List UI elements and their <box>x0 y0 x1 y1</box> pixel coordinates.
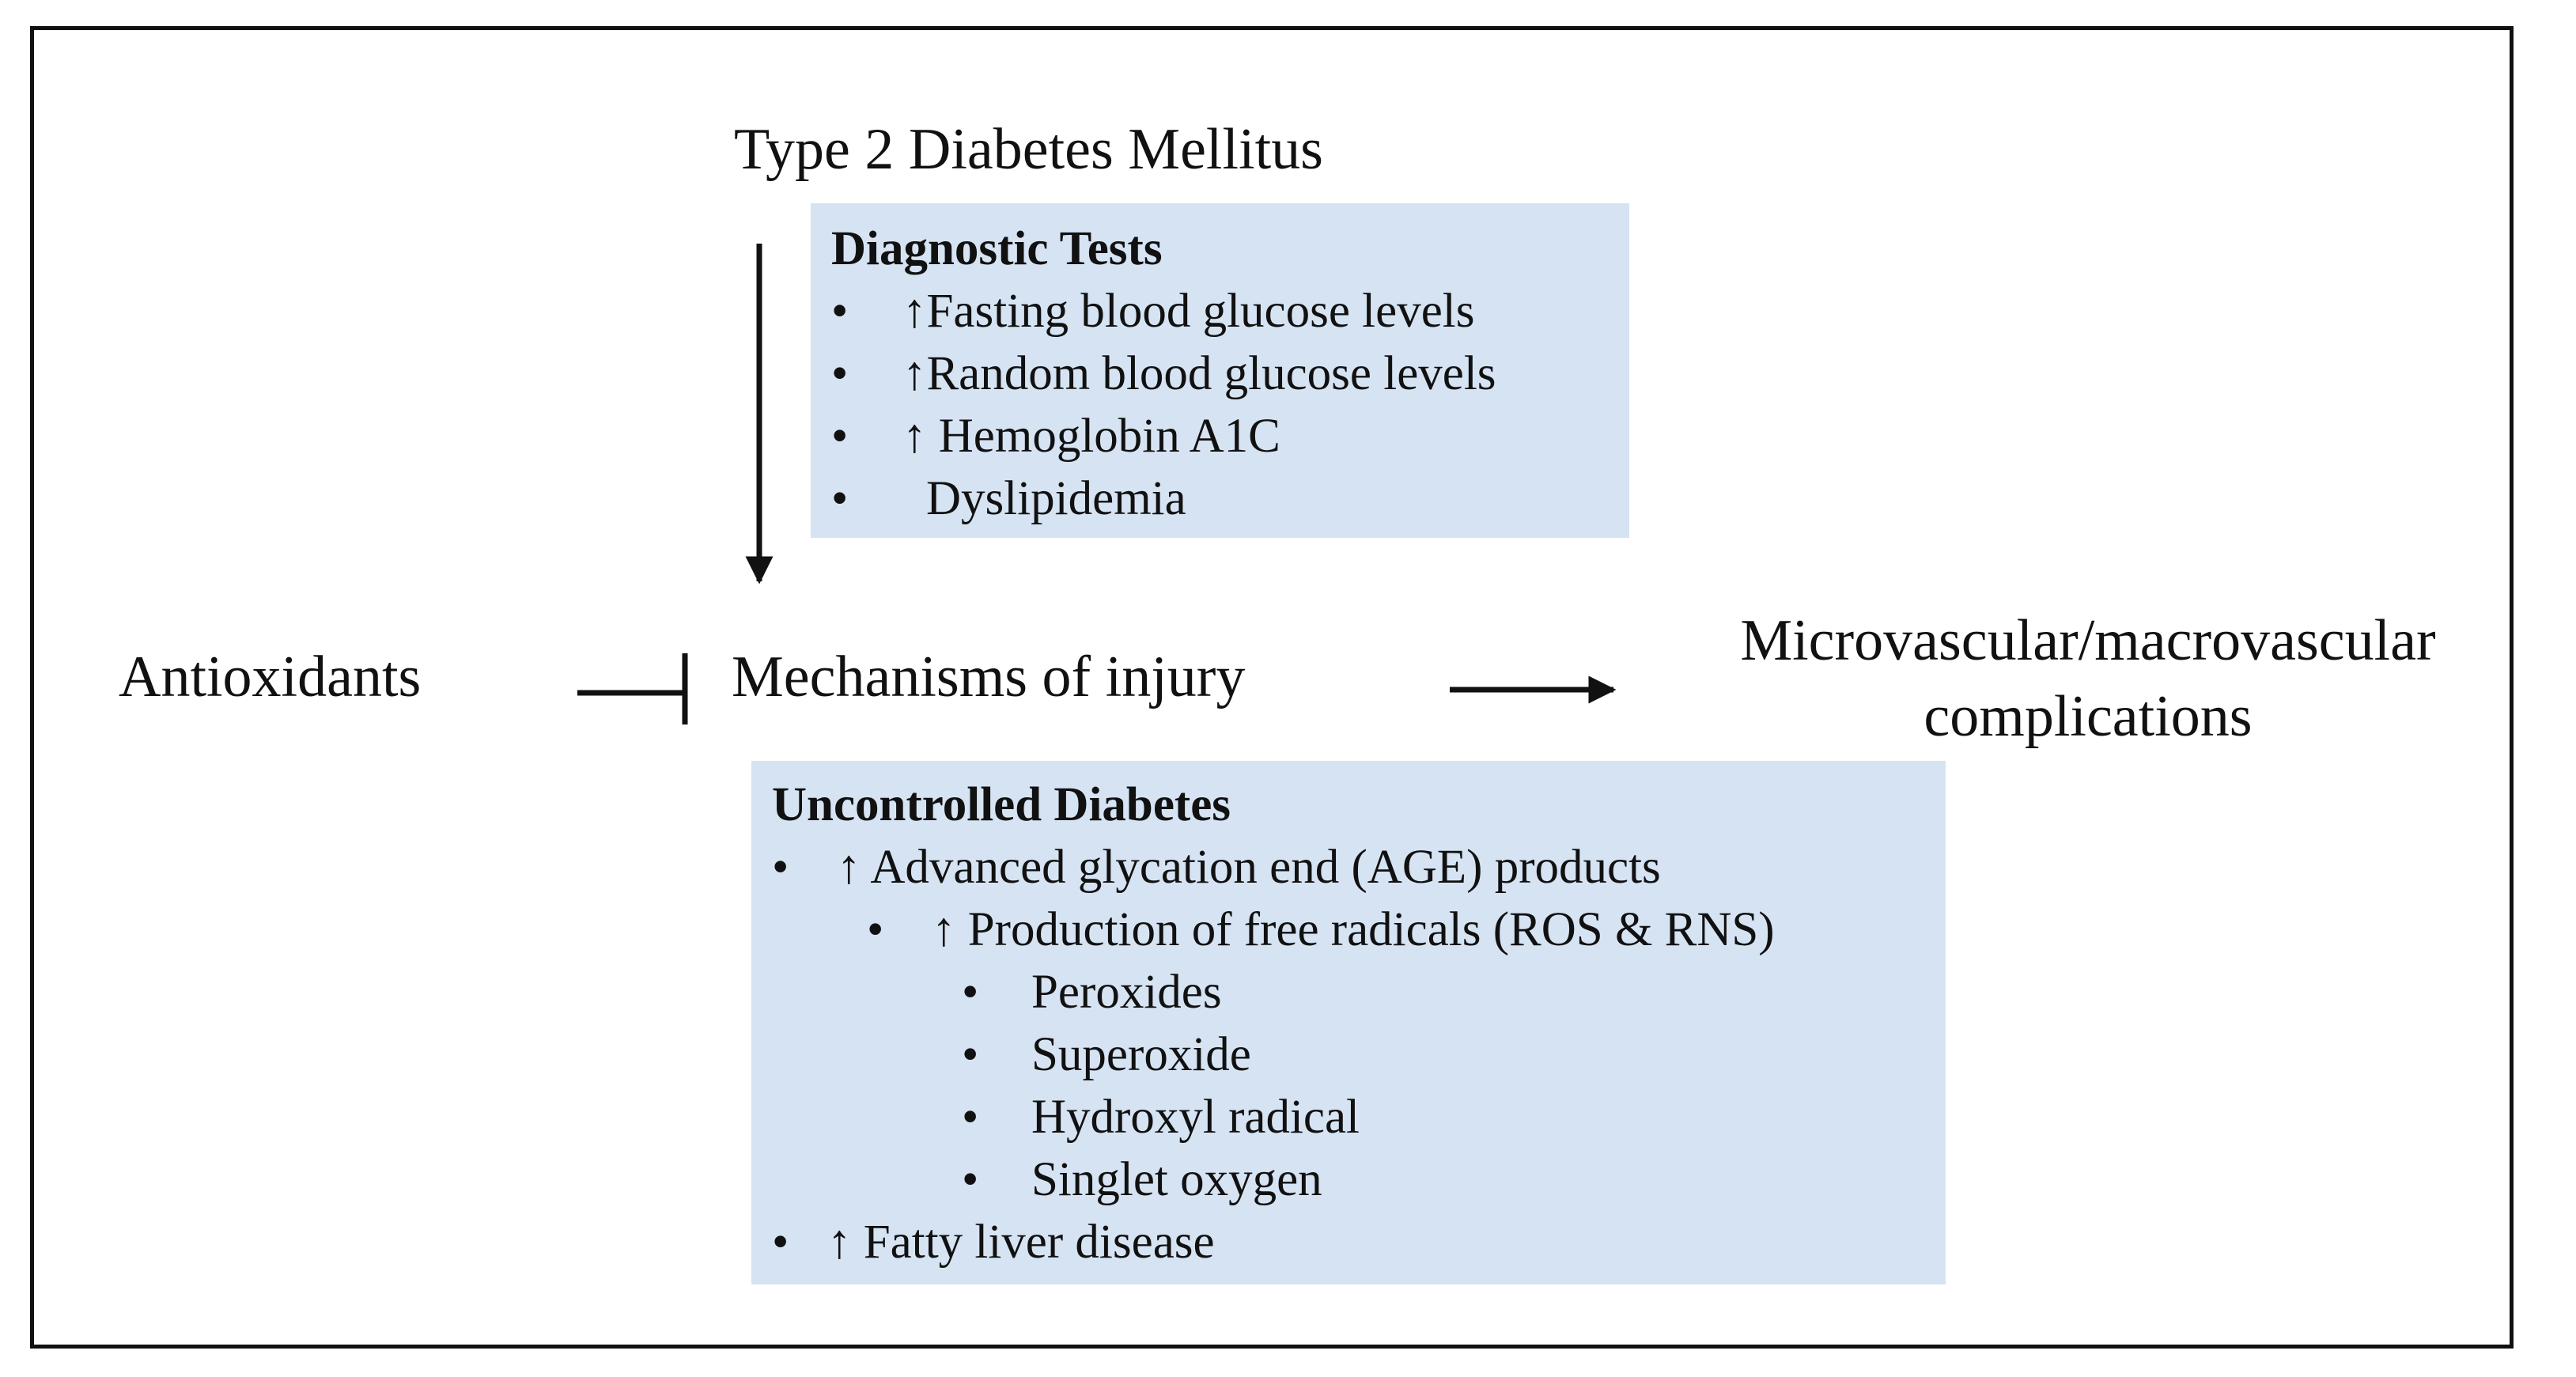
bullet: • <box>962 1153 979 1206</box>
list-item: • Hydroxyl radical <box>962 1086 1946 1148</box>
list-item: • Dyslipidemia <box>831 467 1629 530</box>
bullet: • <box>772 1216 789 1269</box>
list-item: • ↑ Hemoglobin A1C <box>831 405 1629 467</box>
bullet: • <box>962 1028 979 1081</box>
list-item: • Superoxide <box>962 1023 1946 1086</box>
list-item: • ↑ Fatty liver disease <box>772 1211 1946 1273</box>
list-item: • Peroxides <box>962 961 1946 1023</box>
node-complications: Microvascular/macrovascular complication… <box>1641 603 2535 755</box>
bullet: • <box>867 903 884 956</box>
bullet: • <box>962 966 979 1019</box>
bullet: • <box>831 347 849 400</box>
list-item: • ↑Fasting blood glucose levels <box>831 280 1629 342</box>
diagnostic-item-dyslipidemia: Dyslipidemia <box>926 472 1186 525</box>
uncontrolled-item-hydroxyl: Hydroxyl radical <box>1031 1091 1360 1144</box>
node-type2-diabetes: Type 2 Diabetes Mellitus <box>734 117 1323 182</box>
diagnostic-item-hba1c: ↑ Hemoglobin A1C <box>902 410 1280 463</box>
uncontrolled-item-age: ↑ Advanced glycation end (AGE) products <box>837 841 1661 894</box>
bullet: • <box>772 841 789 894</box>
bullet: • <box>962 1091 979 1144</box>
uncontrolled-item-superoxide: Superoxide <box>1031 1028 1251 1081</box>
diagnostic-item-random: ↑Random blood glucose levels <box>902 347 1496 400</box>
node-complications-line1: Microvascular/macrovascular <box>1740 608 2436 673</box>
list-item: • Singlet oxygen <box>962 1148 1946 1211</box>
diagnostic-tests-box: Diagnostic Tests • ↑Fasting blood glucos… <box>811 203 1629 538</box>
node-antioxidants: Antioxidants <box>119 645 422 709</box>
bullet: • <box>831 410 849 463</box>
uncontrolled-diabetes-box: Uncontrolled Diabetes • ↑ Advanced glyca… <box>751 761 1946 1284</box>
diagnostic-tests-title: Diagnostic Tests <box>831 222 1163 275</box>
node-mechanisms-of-injury: Mechanisms of injury <box>732 645 1246 709</box>
list-item: • ↑Random blood glucose levels <box>831 342 1629 405</box>
uncontrolled-item-fatty-liver: ↑ Fatty liver disease <box>827 1216 1215 1269</box>
uncontrolled-item-peroxides: Peroxides <box>1031 966 1222 1019</box>
uncontrolled-item-free-radicals: ↑ Production of free radicals (ROS & RNS… <box>932 903 1775 956</box>
diagnostic-item-fasting: ↑Fasting blood glucose levels <box>902 285 1475 338</box>
list-item: • ↑ Advanced glycation end (AGE) product… <box>772 836 1946 898</box>
node-complications-line2: complications <box>1923 684 2253 749</box>
uncontrolled-item-singlet-oxygen: Singlet oxygen <box>1031 1153 1322 1206</box>
list-item: • ↑ Production of free radicals (ROS & R… <box>867 898 1946 961</box>
uncontrolled-diabetes-title: Uncontrolled Diabetes <box>772 778 1231 831</box>
bullet: • <box>831 472 849 525</box>
bullet: • <box>831 285 849 338</box>
